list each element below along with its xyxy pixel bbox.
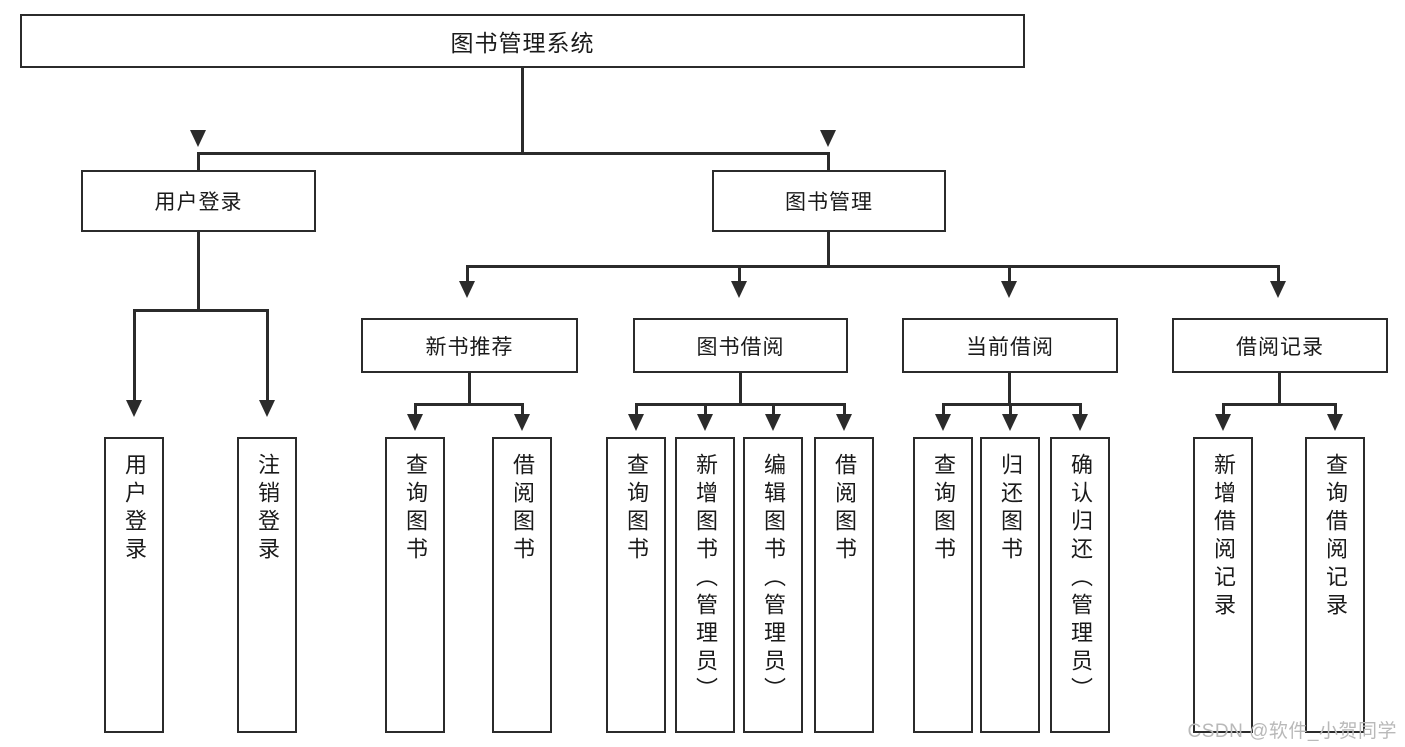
arrow-newbook-to-query — [407, 414, 423, 431]
leaf-record-query-record[interactable]: 查询借阅记录 — [1305, 437, 1365, 733]
leaf-label: 新增图书（管理员） — [693, 453, 718, 705]
arrow-bookborrow-to-edit — [765, 414, 781, 431]
leaf-label: 归还图书 — [998, 453, 1023, 565]
node-label: 当前借阅 — [966, 335, 1054, 359]
arrow-userlogin-to-login — [126, 400, 142, 417]
leaf-record-add-record[interactable]: 新增借阅记录 — [1193, 437, 1253, 733]
node-label: 用户登录 — [154, 191, 243, 214]
leaf-label: 查询图书 — [403, 453, 428, 565]
leaf-label: 借阅图书 — [510, 453, 535, 565]
edge-root-to-book-mgmt — [827, 152, 830, 172]
leaf-borrow-lend-book[interactable]: 借阅图书 — [814, 437, 874, 733]
leaf-current-return-book[interactable]: 归还图书 — [980, 437, 1040, 733]
node-label: 新书推荐 — [425, 335, 514, 359]
leaf-label: 注销登录 — [255, 453, 280, 565]
arrow-currentborrow-to-confirm — [1072, 414, 1088, 431]
arrow-userlogin-to-logout — [259, 400, 275, 417]
edge-borrowrecord-stem — [1278, 373, 1281, 405]
leaf-borrow-query-book[interactable]: 查询图书 — [606, 437, 666, 733]
edge-bookmgmt-to-current — [1008, 265, 1011, 285]
node-current-borrow[interactable]: 当前借阅 — [902, 318, 1118, 373]
leaf-label: 查询借阅记录 — [1323, 453, 1348, 621]
edge-newbook-stem — [468, 373, 471, 405]
edge-bookborrow-bus — [635, 403, 846, 406]
edge-bookmgmt-to-record — [1277, 265, 1280, 285]
node-label: 图书管理系统 — [450, 30, 595, 56]
arrow-borrowrecord-to-add — [1215, 414, 1231, 431]
node-label: 图书借阅 — [696, 335, 785, 359]
arrow-root-to-user-login — [190, 130, 206, 147]
edge-bookborrow-to-add — [704, 403, 707, 417]
leaf-label: 用户登录 — [122, 453, 147, 565]
leaf-label: 新增借阅记录 — [1211, 453, 1236, 621]
leaf-user-logout[interactable]: 注销登录 — [237, 437, 297, 733]
node-label: 图书管理 — [785, 191, 873, 214]
edge-bookborrow-to-query — [635, 403, 638, 417]
edge-bookborrow-to-lend — [843, 403, 846, 417]
edge-borrowrecord-bus — [1222, 403, 1337, 406]
node-root-system[interactable]: 图书管理系统 — [20, 14, 1025, 68]
leaf-label: 查询图书 — [931, 453, 956, 565]
node-book-borrow[interactable]: 图书借阅 — [633, 318, 848, 373]
arrow-bookmgmt-to-borrow — [731, 281, 747, 298]
edge-newbook-to-query — [414, 403, 417, 417]
leaf-current-confirm-return[interactable]: 确认归还（管理员） — [1050, 437, 1110, 733]
arrow-bookmgmt-to-record — [1270, 281, 1286, 298]
edge-bookborrow-stem — [739, 373, 742, 405]
arrow-bookborrow-to-add — [697, 414, 713, 431]
arrow-newbook-to-borrow — [514, 414, 530, 431]
node-book-management[interactable]: 图书管理 — [712, 170, 946, 232]
edge-userlogin-stem — [197, 232, 200, 311]
arrow-currentborrow-to-query — [935, 414, 951, 431]
edge-newbook-to-borrow — [521, 403, 524, 417]
leaf-borrow-edit-book[interactable]: 编辑图书（管理员） — [743, 437, 803, 733]
edge-root-bus — [197, 152, 829, 155]
arrow-borrowrecord-to-query — [1327, 414, 1343, 431]
leaf-label: 编辑图书（管理员） — [761, 453, 786, 705]
edge-bookmgmt-to-newbook — [466, 265, 469, 285]
edge-userlogin-bus — [133, 309, 269, 312]
arrow-bookmgmt-to-current — [1001, 281, 1017, 298]
edge-root-stem — [521, 68, 524, 154]
edge-currentborrow-stem — [1008, 373, 1011, 405]
leaf-label: 确认归还（管理员） — [1068, 453, 1093, 705]
arrow-bookborrow-to-lend — [836, 414, 852, 431]
edge-userlogin-to-logout — [266, 309, 269, 404]
edge-currentborrow-to-query — [942, 403, 945, 417]
arrow-currentborrow-to-return — [1002, 414, 1018, 431]
leaf-current-query-book[interactable]: 查询图书 — [913, 437, 973, 733]
node-user-login[interactable]: 用户登录 — [81, 170, 316, 232]
node-label: 借阅记录 — [1236, 335, 1324, 359]
arrow-root-to-book-mgmt — [820, 130, 836, 147]
edge-currentborrow-to-confirm — [1079, 403, 1082, 417]
edge-borrowrecord-to-query — [1334, 403, 1337, 417]
node-new-book-recommend[interactable]: 新书推荐 — [361, 318, 578, 373]
edge-bookmgmt-bus — [466, 265, 1280, 268]
leaf-borrow-add-book[interactable]: 新增图书（管理员） — [675, 437, 735, 733]
edge-bookmgmt-to-borrow — [738, 265, 741, 285]
edge-currentborrow-to-return — [1009, 403, 1012, 417]
edge-bookmgmt-stem — [827, 232, 830, 267]
edge-currentborrow-bus — [942, 403, 1082, 406]
leaf-newbook-query-book[interactable]: 查询图书 — [385, 437, 445, 733]
leaf-label: 查询图书 — [624, 453, 649, 565]
arrow-bookborrow-to-query — [628, 414, 644, 431]
arrow-bookmgmt-to-newbook — [459, 281, 475, 298]
leaf-user-login[interactable]: 用户登录 — [104, 437, 164, 733]
edge-newbook-bus — [414, 403, 524, 406]
edge-root-to-user-login — [197, 152, 200, 172]
edge-bookborrow-to-edit — [772, 403, 775, 417]
leaf-label: 借阅图书 — [832, 453, 857, 565]
edge-userlogin-to-login — [133, 309, 136, 404]
edge-borrowrecord-to-add — [1222, 403, 1225, 417]
node-borrow-record[interactable]: 借阅记录 — [1172, 318, 1388, 373]
leaf-newbook-borrow-book[interactable]: 借阅图书 — [492, 437, 552, 733]
